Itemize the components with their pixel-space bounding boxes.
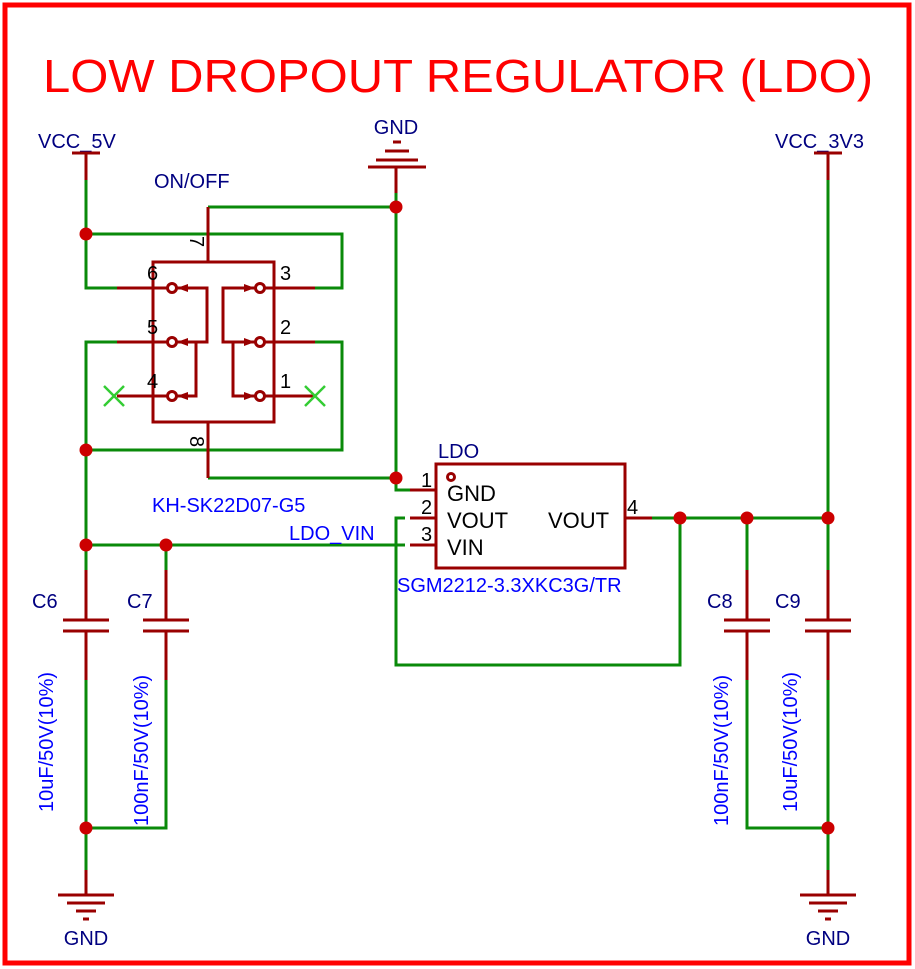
gnd-bottom-left-port[interactable]: GND — [58, 870, 114, 950]
switch-contact-icons — [166, 282, 266, 402]
switch-pin2-number: 2 — [280, 317, 291, 339]
ldo-pin2-number: 2 — [421, 497, 432, 519]
no-connect-pin4-icon — [103, 385, 125, 407]
switch-pin3-number: 3 — [280, 263, 291, 285]
junction-dot — [79, 821, 93, 835]
ldo-part-number: SGM2212-3.3XKC3G/TR — [397, 575, 622, 597]
wire-c7-bottom[interactable] — [86, 680, 168, 830]
junction-dot — [389, 471, 403, 485]
c8-value: 100nF/50V(10%) — [711, 675, 733, 826]
wire-c8-bottom[interactable] — [745, 680, 828, 830]
ldo-pin1-number: 1 — [421, 470, 432, 492]
switch-pin4-number: 4 — [147, 371, 158, 393]
ldo-pin1-marker-icon — [446, 472, 456, 482]
switch-label: ON/OFF — [154, 171, 230, 193]
switch-part-number: KH-SK22D07-G5 — [152, 495, 305, 517]
capacitor-icon — [63, 618, 109, 633]
c9-value: 10uF/50V(10%) — [780, 672, 802, 812]
gnd-bottom-right-label: GND — [806, 928, 850, 950]
junction-dot — [740, 511, 754, 525]
switch-arrow-icons — [177, 284, 255, 400]
c9-designator: C9 — [775, 591, 801, 613]
no-connect-pin1-icon — [304, 385, 326, 407]
vcc-5v-port[interactable]: VCC_5V — [38, 131, 116, 180]
junction-dot — [821, 511, 835, 525]
c7-designator: C7 — [127, 591, 153, 613]
junction-dot — [673, 511, 687, 525]
vcc-3v3-label: VCC_3V3 — [775, 131, 864, 153]
ldo-pin4-name: VOUT — [548, 508, 609, 533]
wire-pin2[interactable] — [86, 340, 344, 452]
junction-dot — [389, 200, 403, 214]
capacitor-icon — [805, 618, 851, 633]
gnd-bottom-left-label: GND — [64, 928, 108, 950]
gnd-bottom-right-port[interactable]: GND — [800, 870, 856, 950]
sheet-title: LOW DROPOUT REGULATOR (LDO) — [43, 50, 873, 102]
switch-right-arm-lower — [231, 342, 255, 398]
junction-dot — [159, 538, 173, 552]
capacitor-c8[interactable]: C8 100nF/50V(10%) — [707, 570, 770, 826]
wire-gnd-top[interactable] — [394, 193, 417, 492]
ldo-pin1-name: GND — [447, 481, 496, 506]
ldo-designator: LDO — [438, 441, 479, 463]
wire-vcc5v-to-pin3[interactable] — [86, 232, 344, 290]
c6-value: 10uF/50V(10%) — [36, 672, 58, 812]
c6-designator: C6 — [32, 591, 58, 613]
wires — [84, 180, 830, 870]
ldo-pin3-name: VIN — [447, 535, 484, 560]
vcc-3v3-port[interactable]: VCC_3V3 — [775, 131, 864, 180]
gnd-top-port[interactable]: GND — [368, 117, 426, 193]
switch-left-arm-upper — [177, 286, 209, 344]
capacitor-icon — [143, 618, 189, 633]
wire-vcc5v-to-pin6[interactable] — [84, 234, 117, 290]
ldo-regulator[interactable]: LDO 1 2 3 4 GND VOUT VIN VOUT SGM2212-3.… — [397, 441, 652, 597]
switch-right-arm-upper — [221, 286, 255, 344]
c7-value: 100nF/50V(10%) — [131, 675, 153, 826]
ldo-vin-net-label: LDO_VIN — [289, 523, 375, 545]
c8-designator: C8 — [707, 591, 733, 613]
switch-left-arm-lower — [177, 342, 198, 398]
switch-pin1-number: 1 — [280, 371, 291, 393]
junctions — [79, 200, 835, 835]
switch-pin6-number: 6 — [147, 263, 158, 285]
on-off-switch[interactable]: ON/OFF KH-SK22D07-G5 — [103, 171, 326, 517]
junction-dot — [79, 227, 93, 241]
ldo-pin4-number: 4 — [627, 497, 638, 519]
capacitor-icon — [724, 618, 770, 633]
ldo-body — [434, 462, 627, 570]
capacitor-c7[interactable]: C7 100nF/50V(10%) — [127, 570, 189, 826]
capacitor-c6[interactable]: C6 10uF/50V(10%) — [32, 570, 109, 812]
wire-vout-loop[interactable] — [394, 516, 682, 667]
switch-pin8-number: 8 — [185, 436, 207, 447]
wire-pin5[interactable] — [84, 340, 117, 450]
vcc-5v-label: VCC_5V — [38, 131, 116, 153]
ground-icon — [800, 893, 856, 921]
switch-pin7-number: 7 — [185, 236, 207, 247]
capacitor-c9[interactable]: C9 10uF/50V(10%) — [775, 570, 851, 812]
ground-icon — [58, 893, 114, 921]
ldo-pin3-number: 3 — [421, 524, 432, 546]
junction-dot — [79, 538, 93, 552]
junction-dot — [821, 821, 835, 835]
ground-icon — [368, 140, 426, 169]
ldo-pin2-name: VOUT — [447, 508, 508, 533]
gnd-top-label: GND — [374, 117, 418, 139]
junction-dot — [79, 443, 93, 457]
switch-pin5-number: 5 — [147, 317, 158, 339]
